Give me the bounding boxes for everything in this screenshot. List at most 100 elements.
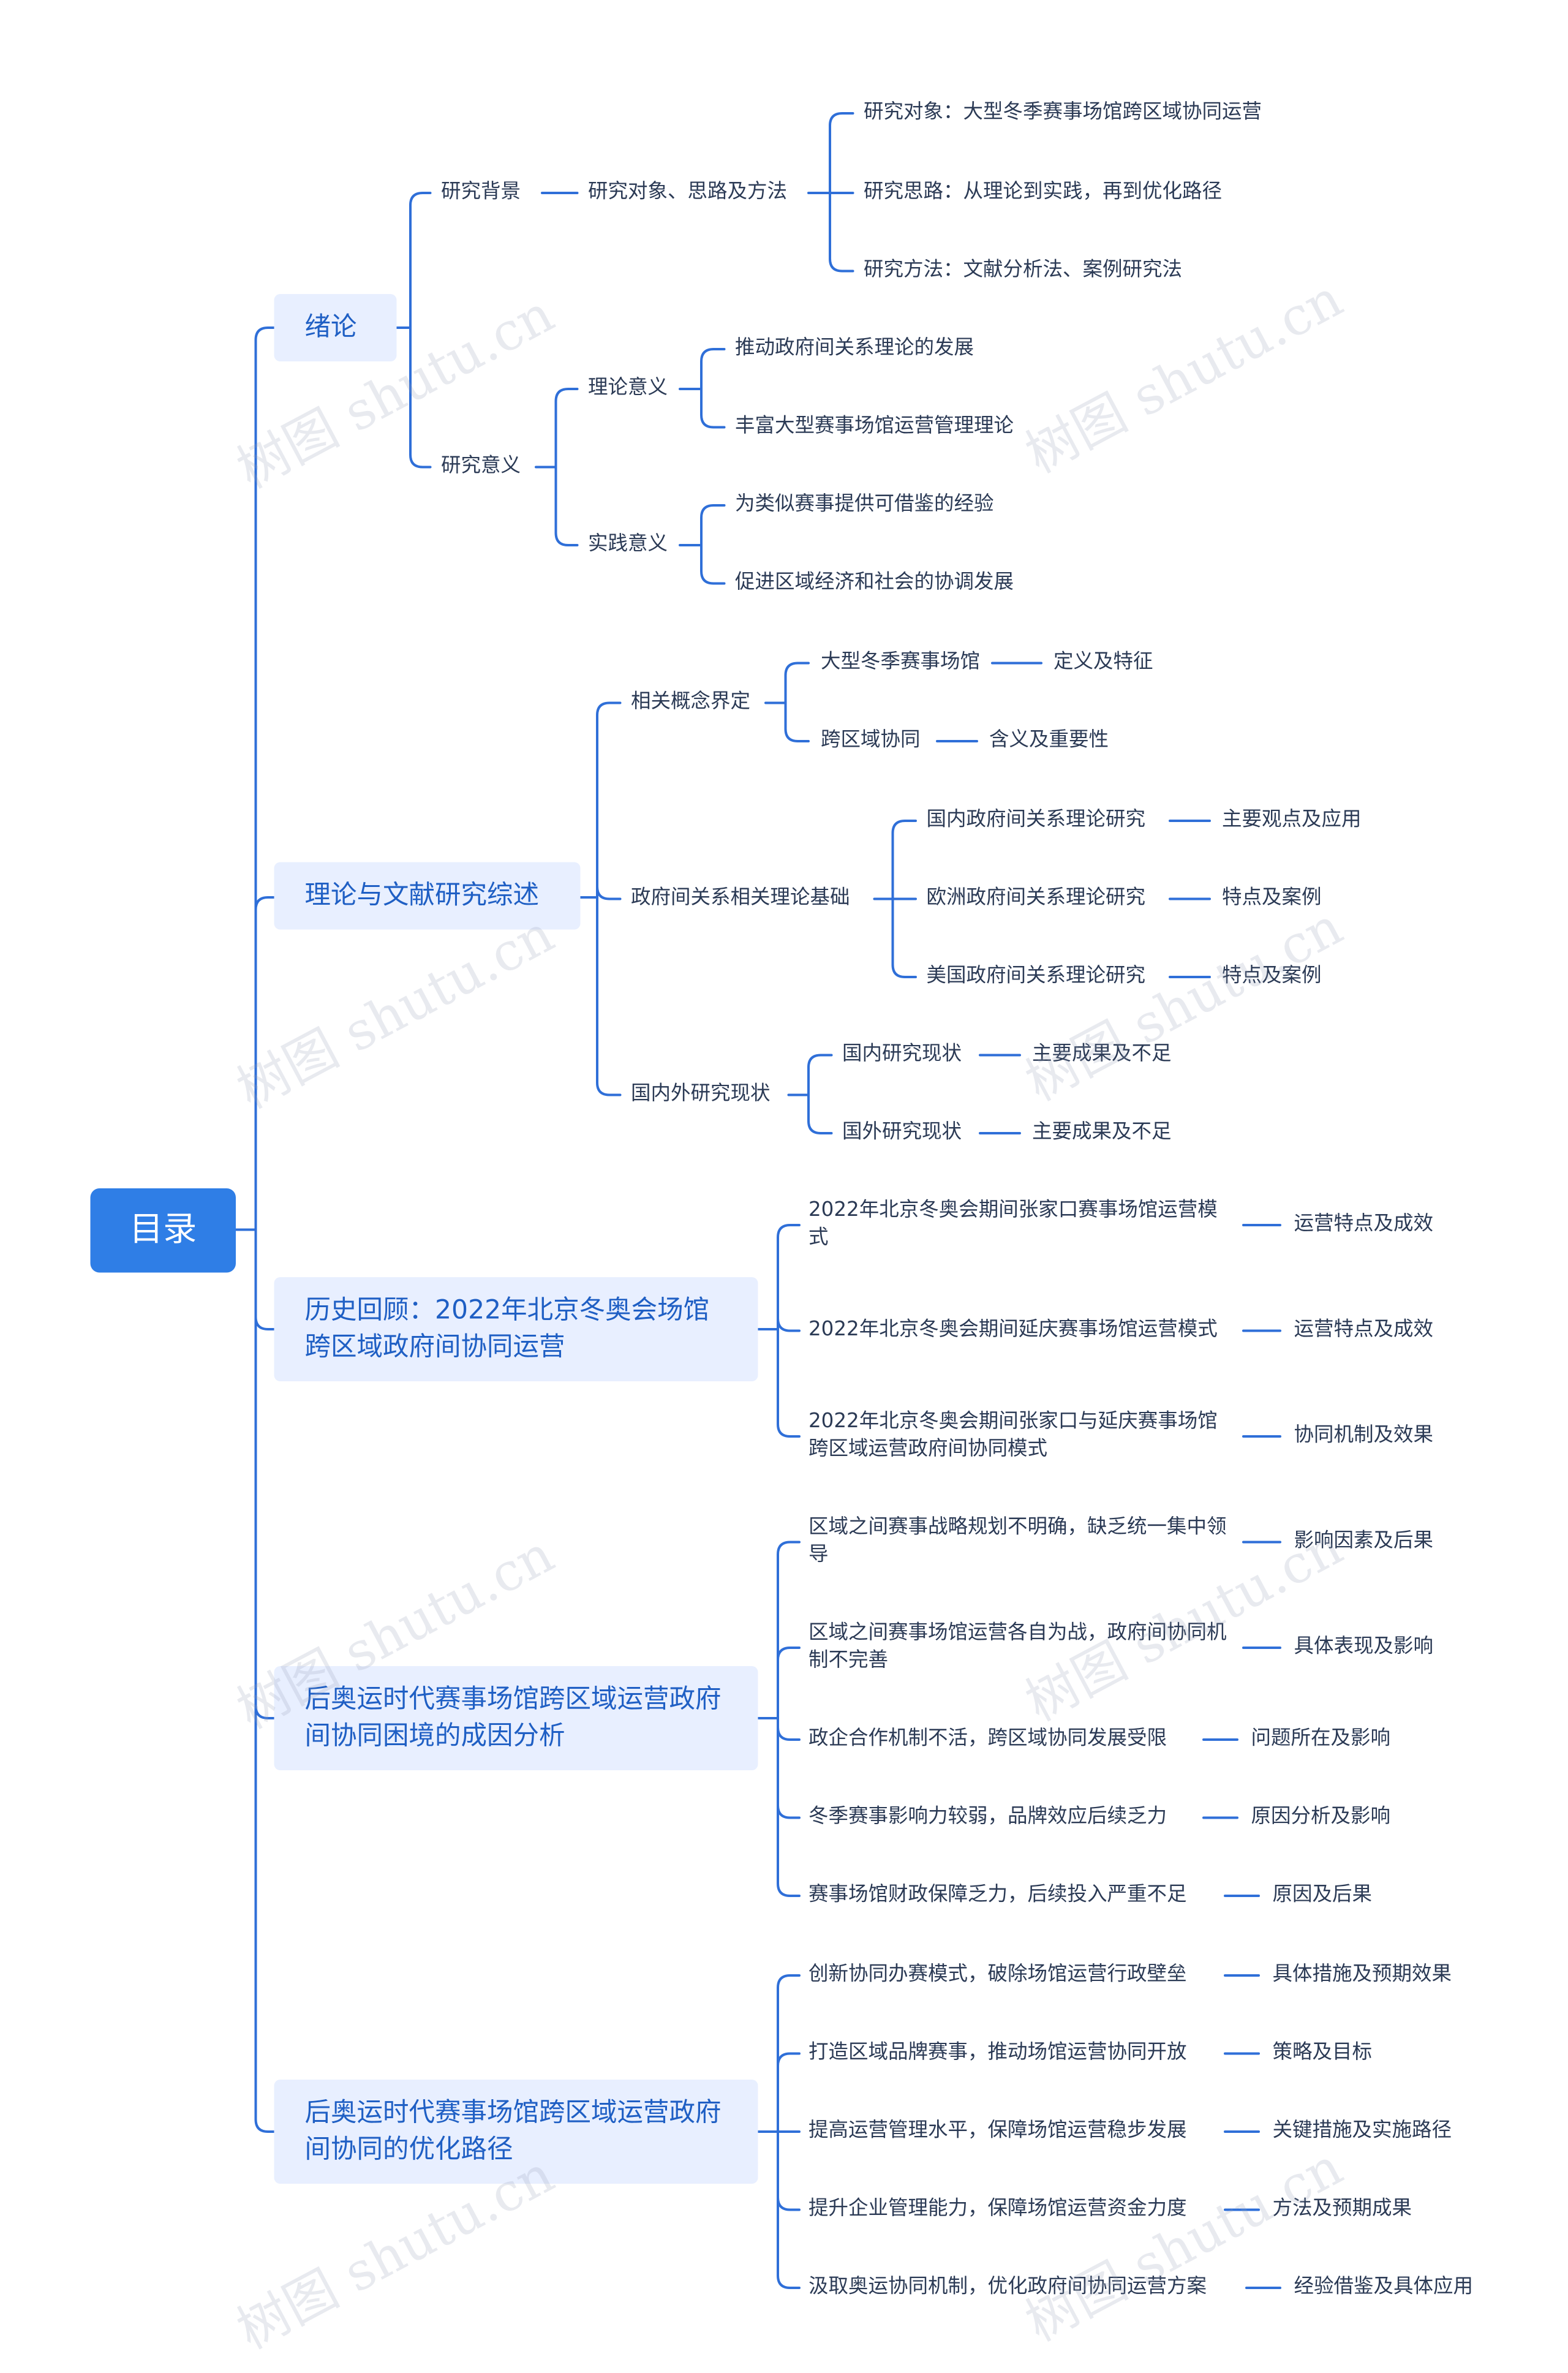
subtopic-node[interactable]: 区域之间赛事战略规划不明确，缺乏统一集中领导 [809, 1516, 1227, 1567]
leaf-node[interactable]: 研究对象：大型冬季赛事场馆跨区域协同运营 [864, 101, 1262, 124]
s3-link-branch [777, 1647, 801, 1719]
s4-link-branch [777, 2052, 801, 2133]
leaf-node[interactable]: 含义及重要性 [989, 729, 1109, 752]
leaf-node[interactable]: 关键措施及实施路径 [1272, 2119, 1452, 2143]
s1-topic-0[interactable]: 相关概念界定 [631, 690, 751, 714]
section-2-box[interactable]: 历史回顾：2022年北京冬奥会场馆跨区域政府间协同运营 [274, 1277, 758, 1381]
root-link-branch [254, 1228, 276, 1330]
root-link-branch [254, 896, 276, 1231]
s2-link-branch [777, 1328, 801, 1438]
subtopic-node[interactable]: 冬季赛事影响力较弱，品牌效应后续乏力 [809, 1805, 1167, 1829]
s0-sig-leaf-branch [700, 544, 726, 585]
leaf-node[interactable]: 运营特点及成效 [1294, 1318, 1434, 1342]
s4-link-branch [777, 1974, 801, 2133]
s1-sub-2-branch [807, 1054, 833, 1096]
leaf-node[interactable]: 推动政府间关系理论的发展 [735, 337, 974, 360]
s0-sig-leaf-branch [700, 348, 726, 390]
leaf-node[interactable]: 问题所在及影响 [1251, 1727, 1391, 1751]
topic-objects-methods[interactable]: 研究对象、思路及方法 [588, 181, 788, 204]
subtopic-node[interactable]: 欧洲政府间关系理论研究 [926, 886, 1146, 910]
s1-topic-2[interactable]: 国内外研究现状 [631, 1082, 771, 1106]
leaf-node[interactable]: 丰富大型赛事场馆运营管理理论 [735, 415, 1014, 439]
s0-link-branch [409, 192, 432, 329]
section-3-box[interactable]: 后奥运时代赛事场馆跨区域运营政府间协同困境的成因分析 [274, 1666, 758, 1770]
s1-link-branch [596, 701, 622, 899]
leaf-node[interactable]: 促进区域经济和社会的协调发展 [735, 571, 1014, 595]
leaf-node[interactable]: 特点及案例 [1222, 965, 1322, 988]
s3-link-branch [777, 1717, 801, 1819]
section-0-box[interactable]: 绪论 [274, 294, 397, 361]
subtopic-node[interactable]: 2022年北京冬奥会期间张家口赛事场馆运营模式 [809, 1199, 1218, 1250]
topic-research-significance[interactable]: 研究意义 [441, 455, 521, 478]
s0-bg-leaf-branch [829, 192, 854, 273]
subtopic-node[interactable]: 汲取奥运协同机制，优化政府间协同运营方案 [809, 2276, 1207, 2299]
topic-practical-significance[interactable]: 实践意义 [588, 533, 668, 556]
root-link-branch [254, 1228, 276, 1719]
leaf-node[interactable]: 具体措施及预期效果 [1272, 1963, 1452, 1986]
subtopic-node[interactable]: 2022年北京冬奥会期间延庆赛事场馆运营模式 [809, 1318, 1218, 1342]
leaf-node[interactable]: 原因及后果 [1272, 1884, 1373, 1907]
subtopic-node[interactable]: 国内研究现状 [842, 1043, 962, 1066]
leaf-node[interactable]: 定义及特征 [1054, 651, 1153, 674]
subtopic-node[interactable]: 区域之间赛事场馆运营各自为战，政府间协同机制不完善 [809, 1621, 1227, 1673]
s0-link-branch [409, 326, 432, 469]
s3-link-branch [777, 1717, 801, 1897]
subtopic-node[interactable]: 国内政府间关系理论研究 [926, 809, 1146, 832]
topic-research-background[interactable]: 研究背景 [441, 181, 521, 204]
subtopic-node[interactable]: 政企合作机制不活，跨区域协同发展受限 [809, 1727, 1167, 1751]
leaf-node[interactable]: 为类似赛事提供可借鉴的经验 [735, 493, 994, 516]
s1-sub-2-branch [807, 1093, 833, 1134]
subtopic-node[interactable]: 美国政府间关系理论研究 [926, 965, 1146, 988]
leaf-node[interactable]: 特点及案例 [1222, 886, 1322, 910]
section-1-box[interactable]: 理论与文献研究综述 [274, 862, 581, 930]
s1-topic-1[interactable]: 政府间关系相关理论基础 [631, 886, 850, 910]
topic-theoretical-significance[interactable]: 理论意义 [588, 377, 668, 400]
root-link-branch [254, 326, 276, 1231]
s0-sig-leaf-branch [700, 504, 726, 546]
subtopic-node[interactable]: 打造区域品牌赛事，推动场馆运营协同开放 [809, 2041, 1187, 2065]
leaf-node[interactable]: 主要成果及不足 [1032, 1043, 1172, 1066]
s0-sig-branch [554, 388, 579, 469]
s0-sig-leaf-branch [700, 388, 726, 429]
root-link-branch [254, 1228, 276, 2133]
s2-link-branch [777, 1318, 801, 1332]
s4-link-branch [777, 2130, 801, 2211]
leaf-node[interactable]: 研究方法：文献分析法、案例研究法 [864, 258, 1183, 282]
subtopic-node[interactable]: 赛事场馆财政保障乏力，后续投入严重不足 [809, 1884, 1187, 1907]
leaf-node[interactable]: 研究思路：从理论到实践，再到优化路径 [864, 181, 1223, 204]
leaf-node[interactable]: 策略及目标 [1272, 2041, 1373, 2065]
leaf-node[interactable]: 主要成果及不足 [1032, 1121, 1172, 1144]
subtopic-node[interactable]: 创新协同办赛模式，破除场馆运营行政壁垒 [809, 1963, 1187, 1986]
leaf-node[interactable]: 主要观点及应用 [1222, 809, 1362, 832]
subtopic-node[interactable]: 提升企业管理能力，保障场馆运营资金力度 [809, 2197, 1187, 2221]
subtopic-node[interactable]: 国外研究现状 [842, 1121, 962, 1144]
subtopic-node[interactable]: 大型冬季赛事场馆 [821, 651, 981, 674]
leaf-node[interactable]: 运营特点及成效 [1294, 1213, 1434, 1236]
leaf-node[interactable]: 影响因素及后果 [1294, 1530, 1434, 1553]
s2-link-branch [777, 1224, 801, 1330]
subtopic-node[interactable]: 2022年北京冬奥会期间张家口与延庆赛事场馆跨区域运营政府间协同模式 [809, 1410, 1218, 1462]
s1-sub-1-branch [891, 820, 917, 900]
s1-link-branch [596, 886, 622, 900]
leaf-node[interactable]: 具体表现及影响 [1294, 1635, 1434, 1659]
root-node[interactable]: 目录 [90, 1188, 236, 1273]
s1-link-branch [596, 896, 622, 1096]
leaf-node[interactable]: 原因分析及影响 [1251, 1805, 1391, 1829]
s3-link-branch [777, 1717, 801, 1741]
s0-bg-leaf-branch [829, 112, 854, 194]
section-4-box[interactable]: 后奥运时代赛事场馆跨区域运营政府间协同的优化路径 [274, 2080, 758, 2184]
s1-sub-0-branch [784, 701, 810, 742]
leaf-node[interactable]: 经验借鉴及具体应用 [1294, 2276, 1474, 2299]
s0-sig-branch [554, 466, 579, 546]
s3-link-branch [777, 1541, 801, 1719]
subtopic-node[interactable]: 提高运营管理水平，保障场馆运营稳步发展 [809, 2119, 1187, 2143]
leaf-node[interactable]: 方法及预期成果 [1272, 2197, 1412, 2221]
s4-link-branch [777, 2130, 801, 2289]
s1-sub-0-branch [784, 662, 810, 704]
leaf-node[interactable]: 协同机制及效果 [1294, 1424, 1434, 1447]
subtopic-node[interactable]: 跨区域协同 [821, 729, 921, 752]
s1-sub-1-branch [891, 897, 917, 978]
